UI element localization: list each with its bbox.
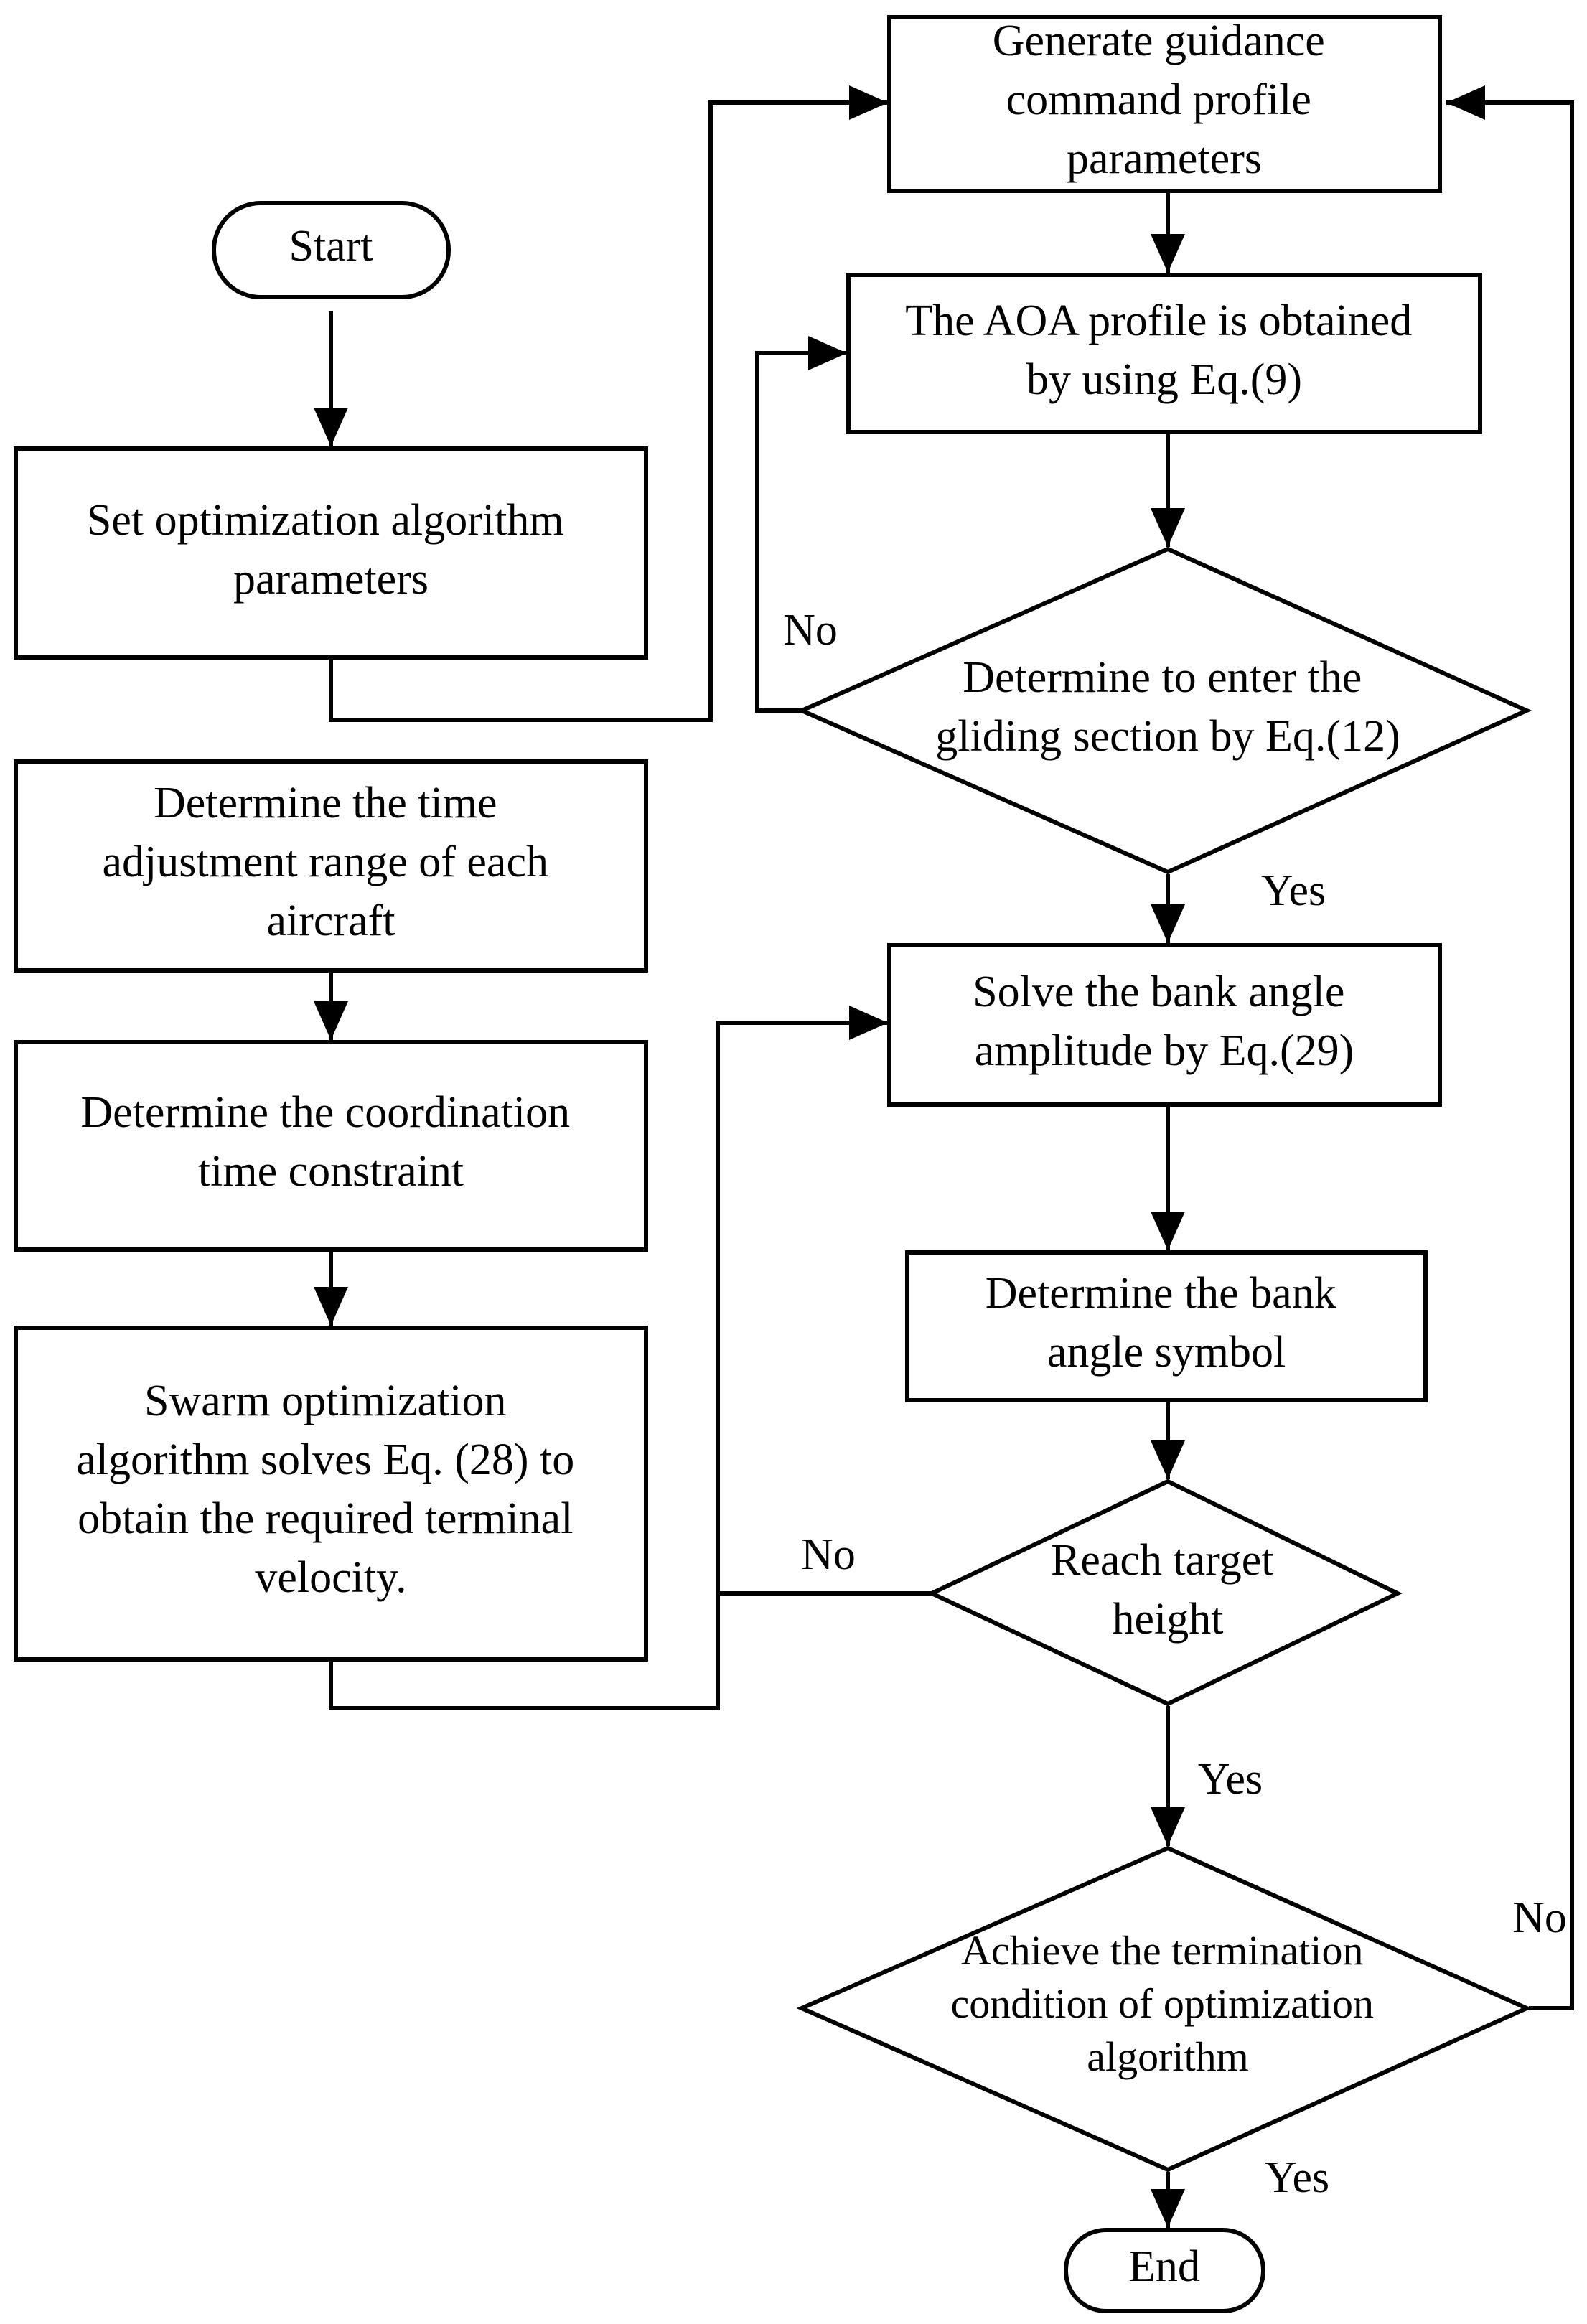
end-label: End: [1128, 2242, 1200, 2291]
aoa-box: [846, 273, 1482, 434]
node-aoa: The AOA profile is obtained by using Eq.…: [846, 273, 1482, 434]
termination-no-label: No: [1512, 1893, 1567, 1942]
set-params-box: [14, 446, 648, 660]
start-terminal-shape: [212, 201, 451, 299]
gen-guidance-label: Generate guidance command profile parame…: [993, 17, 1336, 183]
coord-time-box: [14, 1040, 648, 1252]
height-yes-label: Yes: [1198, 1755, 1263, 1804]
termination-decision-diamond: [796, 1845, 1532, 2173]
bank-amp-label: Solve the bank angle amplitude by Eq.(29…: [973, 967, 1356, 1075]
edge-termination-no-loop: [1446, 85, 1574, 2010]
connectors: [314, 85, 1574, 2228]
edge-set-params-to-gen-guidance: [329, 85, 888, 722]
aoa-label: The AOA profile is obtained by using Eq.…: [905, 296, 1423, 404]
node-termination: Achieve the termination condition of opt…: [796, 1845, 1532, 2173]
node-height: Reach target height: [926, 1479, 1403, 1707]
time-range-box: [14, 759, 648, 973]
node-gen-guidance: Generate guidance command profile parame…: [887, 15, 1442, 193]
node-swarm: Swarm optimization algorithm solves Eq. …: [14, 1326, 648, 1662]
node-end: End: [1064, 2228, 1265, 2313]
node-bank-sym: Determine the bank angle symbol: [905, 1250, 1428, 1402]
bank-sym-label: Determine the bank angle symbol: [986, 1269, 1347, 1377]
set-params-label: Set optimization algorithm parameters: [87, 496, 575, 604]
termination-yes-label: Yes: [1265, 2153, 1329, 2202]
swarm-box: [14, 1326, 648, 1662]
node-start: Start: [212, 201, 451, 299]
gliding-label: Determine to enter the gliding section b…: [935, 653, 1400, 761]
gliding-yes-label: Yes: [1261, 866, 1326, 915]
height-no-label: No: [801, 1530, 856, 1579]
end-terminal-shape: [1064, 2228, 1265, 2313]
edge-labels: No Yes No Yes No Yes: [783, 606, 1567, 2202]
node-time-range: Determine the time adjustment range of e…: [14, 759, 648, 973]
height-decision-diamond: [926, 1479, 1403, 1707]
gen-guidance-box: [887, 15, 1442, 193]
gliding-no-label: No: [783, 606, 838, 655]
gliding-decision-diamond: [796, 546, 1532, 875]
termination-label: Achieve the termination condition of opt…: [950, 1926, 1385, 2080]
edge-swarm-to-bank-amp: [329, 1006, 888, 1710]
coord-time-label: Determine the coordination time constrai…: [80, 1088, 581, 1196]
time-range-label: Determine the time adjustment range of e…: [103, 779, 560, 945]
height-label: Reach target height: [1051, 1536, 1285, 1644]
edge-gliding-no-loop: [755, 336, 847, 713]
bank-sym-box: [905, 1250, 1428, 1402]
swarm-label: Swarm optimization algorithm solves Eq. …: [76, 1377, 585, 1602]
node-set-params: Set optimization algorithm parameters: [14, 446, 648, 660]
node-gliding: Determine to enter the gliding section b…: [796, 546, 1532, 875]
bank-amp-box: [887, 943, 1442, 1107]
node-bank-amp: Solve the bank angle amplitude by Eq.(29…: [887, 943, 1442, 1107]
start-label: Start: [289, 222, 373, 271]
node-coord-time: Determine the coordination time constrai…: [14, 1040, 648, 1252]
